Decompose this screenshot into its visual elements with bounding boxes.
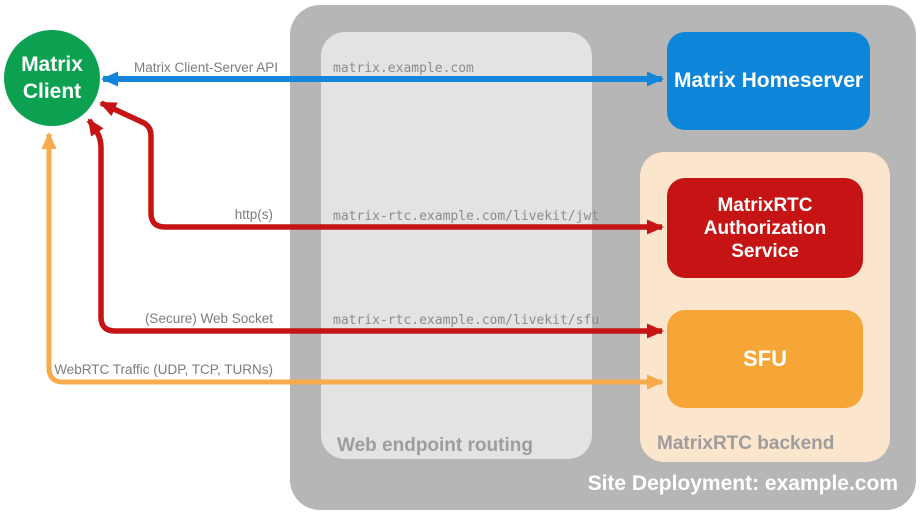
websocket-sfu-arrow-label: (Secure) Web Socket bbox=[144, 311, 273, 326]
matrix-client-label-line2: Client bbox=[22, 80, 82, 103]
matrix-homeserver-label: Matrix Homeserver bbox=[673, 69, 864, 92]
auth-service-label-line2: Authorization bbox=[703, 217, 827, 239]
sfu-node: SFU bbox=[667, 310, 863, 408]
client-server-api-arrow-label: Matrix Client-Server API bbox=[133, 60, 278, 75]
sfu-endpoint-url: matrix-rtc.example.com/livekit/sfu bbox=[333, 313, 600, 328]
webrtc-traffic-arrow-label: WebRTC Traffic (UDP, TCP, TURNs) bbox=[54, 362, 273, 377]
web-endpoint-routing-label: Web endpoint routing bbox=[337, 435, 533, 456]
auth-service-label-line3: Service bbox=[731, 240, 799, 262]
matrix-client-node: Matrix Client bbox=[4, 30, 100, 126]
http-auth-arrow-label: http(s) bbox=[234, 207, 273, 222]
web-endpoint-routing-panel bbox=[321, 32, 592, 459]
jwt-endpoint-url: matrix-rtc.example.com/livekit/jwt bbox=[333, 209, 600, 224]
site-deployment-label: Site Deployment: example.com bbox=[587, 472, 898, 495]
matrix-homeserver-node: Matrix Homeserver bbox=[667, 32, 870, 130]
matrixrtc-authorization-service-node: MatrixRTC Authorization Service bbox=[667, 178, 863, 278]
homeserver-endpoint-url: matrix.example.com bbox=[333, 61, 474, 76]
matrix-client-label-line1: Matrix bbox=[21, 53, 83, 76]
sfu-label: SFU bbox=[743, 346, 787, 371]
matrixrtc-backend-label: MatrixRTC backend bbox=[657, 433, 835, 454]
auth-service-label-line1: MatrixRTC bbox=[717, 194, 813, 216]
